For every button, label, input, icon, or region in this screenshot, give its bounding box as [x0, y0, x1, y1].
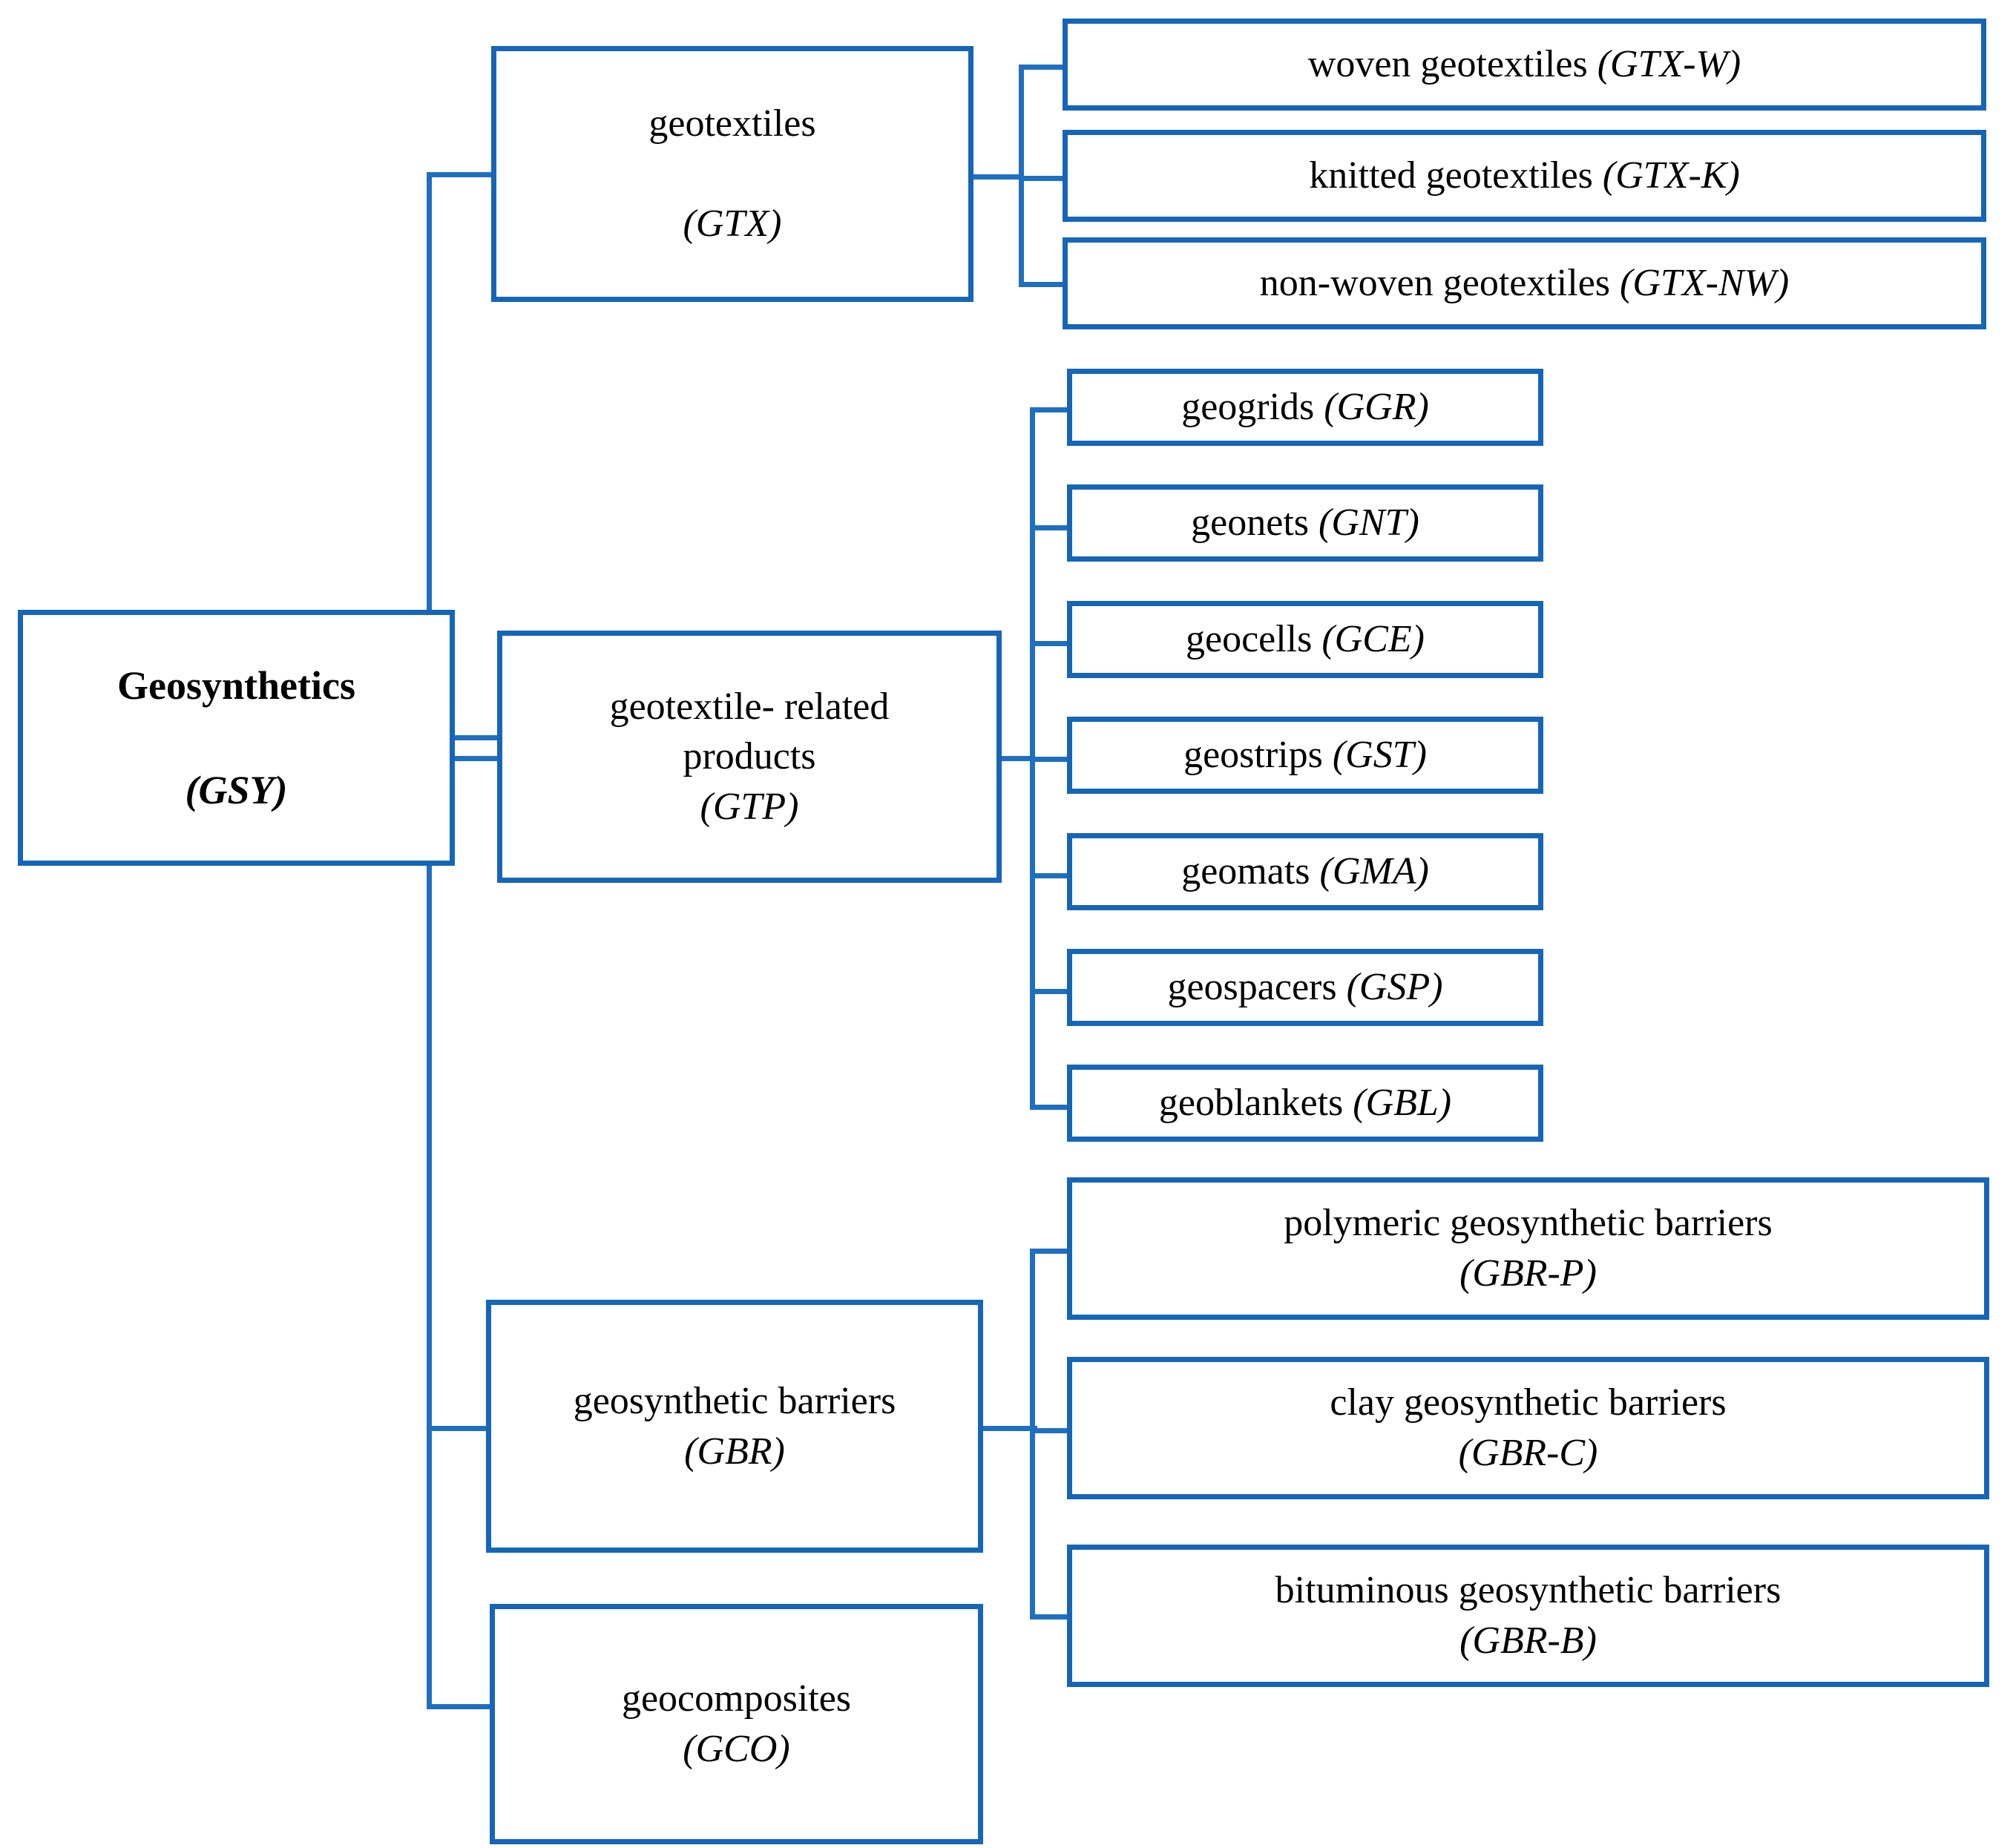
connector-gbr-child-2 [1030, 1428, 1067, 1433]
node-geogrids-label: geogrids [1181, 386, 1324, 429]
node-gbr-p-code: (GBR-P) [1459, 1252, 1597, 1295]
node-knitted-geotextiles[interactable]: knitted geotextiles (GTX-K) [1063, 130, 1986, 222]
node-gbr-p-label: polymeric geosynthetic barriers [1284, 1202, 1773, 1245]
node-geoblankets-label: geoblankets [1158, 1082, 1353, 1125]
node-geoblankets-code: (GBL) [1353, 1082, 1452, 1125]
node-geoblankets[interactable]: geoblankets (GBL) [1067, 1065, 1543, 1142]
node-geonets-code: (GNT) [1319, 502, 1419, 545]
node-gtp-code: (GTP) [700, 785, 799, 828]
node-gtp-name: geotextile- related products [609, 685, 890, 778]
node-geocells-code: (GCE) [1321, 618, 1425, 661]
node-bituminous-geosynthetic-barriers[interactable]: bituminous geosynthetic barriers (GBR-B) [1067, 1545, 1989, 1687]
node-geotextile-related-products[interactable]: geotextile- related products (GTP) [497, 631, 1002, 883]
connector-gtp-child-4 [1030, 757, 1067, 762]
node-geonets-label: geonets [1191, 502, 1319, 545]
node-gco-name: geocomposites [621, 1677, 852, 1720]
connector-root-stub [427, 735, 501, 740]
node-clay-geosynthetic-barriers[interactable]: clay geosynthetic barriers (GBR-C) [1067, 1357, 1989, 1499]
node-geomats[interactable]: geomats (GMA) [1067, 833, 1543, 910]
node-knitted-geotextiles-code: (GTX-K) [1602, 154, 1740, 197]
connector-gtp-child-1 [1030, 407, 1067, 412]
node-geocells-label: geocells [1185, 618, 1322, 661]
node-gbr-name: geosynthetic barriers [573, 1379, 896, 1422]
connector-gtx-child-1 [1019, 65, 1067, 70]
node-geostrips-code: (GST) [1332, 734, 1427, 777]
node-gco-code: (GCO) [683, 1728, 790, 1770]
node-geogrids-code: (GGR) [1324, 386, 1429, 429]
connector-gbr-child-1 [1030, 1249, 1067, 1254]
connector-bus-to-geotextiles [427, 172, 497, 177]
node-geomats-label: geomats [1181, 850, 1320, 893]
node-geosynthetic-barriers[interactable]: geosynthetic barriers (GBR) [486, 1300, 983, 1553]
connector-gtp-child-6 [1030, 989, 1067, 994]
node-non-woven-geotextiles-code: (GTX-NW) [1620, 262, 1790, 305]
connector-bus-to-gco [427, 1704, 492, 1709]
node-gbr-code: (GBR) [684, 1430, 785, 1473]
connector-gbr-child-3 [1030, 1614, 1067, 1620]
node-geocells[interactable]: geocells (GCE) [1067, 601, 1543, 678]
node-geotextiles-name: geotextiles [648, 102, 816, 145]
node-gbr-b-label: bituminous geosynthetic barriers [1275, 1569, 1782, 1612]
node-geocomposites[interactable]: geocomposites (GCO) [490, 1604, 983, 1844]
connector-gtp-child-2 [1030, 525, 1067, 530]
node-root-code: (GSY) [185, 767, 288, 812]
node-geostrips[interactable]: geostrips (GST) [1067, 717, 1543, 794]
connector-gbr-bus [1030, 1249, 1035, 1620]
connector-gtp-stub [996, 756, 1035, 761]
node-non-woven-geotextiles[interactable]: non-woven geotextiles (GTX-NW) [1063, 237, 1986, 329]
node-geomats-code: (GMA) [1319, 850, 1429, 893]
node-knitted-geotextiles-label: knitted geotextiles [1309, 154, 1603, 197]
node-root-name: Geosynthetics [117, 663, 355, 708]
node-gbr-b-code: (GBR-B) [1459, 1620, 1597, 1662]
connector-gtx-stub [972, 174, 1024, 180]
node-root-text: Geosynthetics (GSY) [117, 660, 355, 816]
connector-bus-to-gbr [427, 1426, 492, 1431]
node-geotextiles-code: (GTX) [683, 203, 782, 246]
node-geospacers-code: (GSP) [1346, 966, 1443, 1009]
node-gbr-c-code: (GBR-C) [1458, 1432, 1598, 1474]
node-geogrids[interactable]: geogrids (GGR) [1067, 369, 1543, 446]
node-geonets[interactable]: geonets (GNT) [1067, 484, 1543, 562]
node-woven-geotextiles-label: woven geotextiles [1307, 43, 1597, 86]
connector-gbr-stub [978, 1426, 1037, 1431]
connector-gtx-child-2 [1019, 176, 1067, 181]
node-geospacers-label: geospacers [1167, 966, 1347, 1009]
node-woven-geotextiles[interactable]: woven geotextiles (GTX-W) [1063, 19, 1986, 111]
connector-gtp-child-3 [1030, 641, 1067, 646]
node-geostrips-label: geostrips [1183, 734, 1333, 777]
connector-bus-to-gtp [427, 756, 501, 761]
node-polymeric-geosynthetic-barriers[interactable]: polymeric geosynthetic barriers (GBR-P) [1067, 1177, 1989, 1320]
connector-gtp-child-5 [1030, 873, 1067, 878]
node-geospacers[interactable]: geospacers (GSP) [1067, 949, 1543, 1026]
node-geotextiles[interactable]: geotextiles (GTX) [491, 46, 973, 302]
connector-gtx-child-3 [1019, 282, 1067, 287]
connector-gtp-child-7 [1030, 1105, 1067, 1110]
connector-root-bus [427, 172, 432, 1706]
node-non-woven-geotextiles-label: non-woven geotextiles [1259, 262, 1620, 305]
node-root-geosynthetics[interactable]: Geosynthetics (GSY) [18, 610, 455, 866]
node-woven-geotextiles-code: (GTX-W) [1597, 43, 1741, 86]
node-gbr-c-label: clay geosynthetic barriers [1330, 1381, 1727, 1424]
